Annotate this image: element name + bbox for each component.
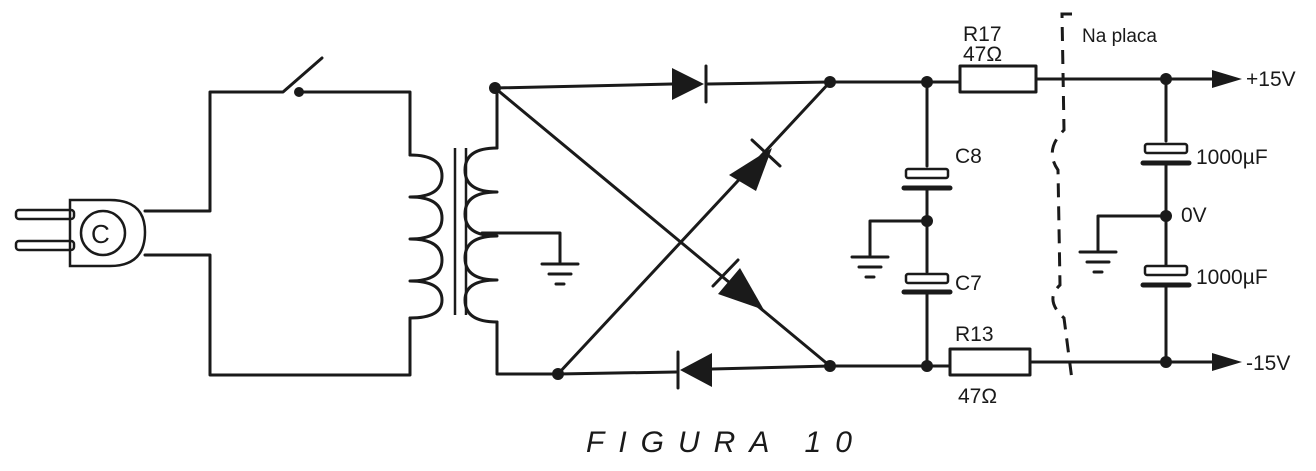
- label-r13-value: 47Ω: [958, 385, 997, 408]
- capacitor-output-bottom: [1140, 264, 1192, 288]
- mains-wiring: [143, 56, 412, 377]
- label-r17-name: R17: [963, 23, 1002, 46]
- label-r17-value: 47Ω: [963, 43, 1002, 66]
- label-r13-name: R13: [955, 323, 994, 346]
- label-c8: C8: [955, 145, 982, 168]
- arrow-negative-icon: [1212, 353, 1242, 371]
- label-board-region: Na placa: [1082, 26, 1157, 47]
- output-section: [1078, 70, 1242, 371]
- arrow-positive-icon: [1212, 70, 1242, 88]
- board-boundary: [1050, 12, 1074, 381]
- capacitor-output-top: [1140, 142, 1192, 166]
- label-cap-bottom-value: 1000µF: [1196, 266, 1268, 289]
- mains-plug: C: [14, 198, 147, 268]
- diode-diagonal-upper: [729, 138, 782, 191]
- svg-text:C: C: [91, 219, 110, 249]
- figure-caption: FIGURA 10: [586, 426, 866, 459]
- diode-top: [672, 64, 708, 104]
- resistor-r13: [948, 347, 1032, 377]
- label-rail-negative: -15V: [1246, 352, 1290, 375]
- capacitor-c8: [901, 167, 953, 191]
- label-rail-positive: +15V: [1246, 68, 1296, 91]
- filter-section: [828, 76, 962, 372]
- bridge-rectifier: [489, 64, 836, 390]
- label-c7: C7: [955, 272, 982, 295]
- resistor-r17: [958, 64, 1038, 94]
- transformer: [408, 86, 580, 376]
- label-rail-zero: 0V: [1181, 204, 1207, 227]
- capacitor-c7: [901, 272, 953, 295]
- diode-diagonal-lower: [711, 258, 764, 310]
- diode-bottom: [676, 350, 712, 390]
- label-cap-top-value: 1000µF: [1196, 146, 1268, 169]
